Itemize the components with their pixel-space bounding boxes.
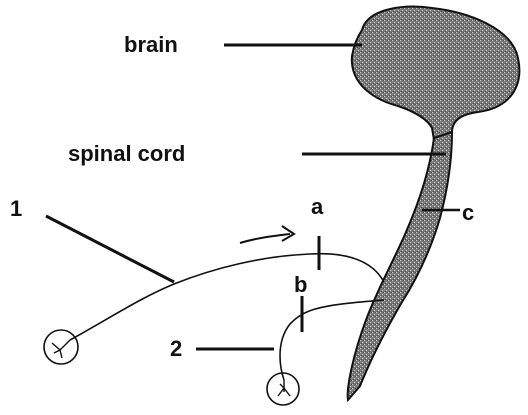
brain-shape [352,7,520,140]
receptor-circle-1 [44,330,78,364]
label-2: 2 [170,336,182,361]
label-brain: brain [124,32,178,57]
label-b: b [294,272,307,297]
pointer-line-1 [46,216,174,282]
label-spinal-cord: spinal cord [68,141,185,166]
label-1: 1 [10,196,22,221]
label-a: a [311,194,324,219]
label-c: c [462,200,474,225]
spinal-cord-shape [348,132,452,400]
sensory-neuron-path [70,254,384,340]
receptor-branches-1 [52,340,70,358]
effector-branches-2 [278,380,290,396]
